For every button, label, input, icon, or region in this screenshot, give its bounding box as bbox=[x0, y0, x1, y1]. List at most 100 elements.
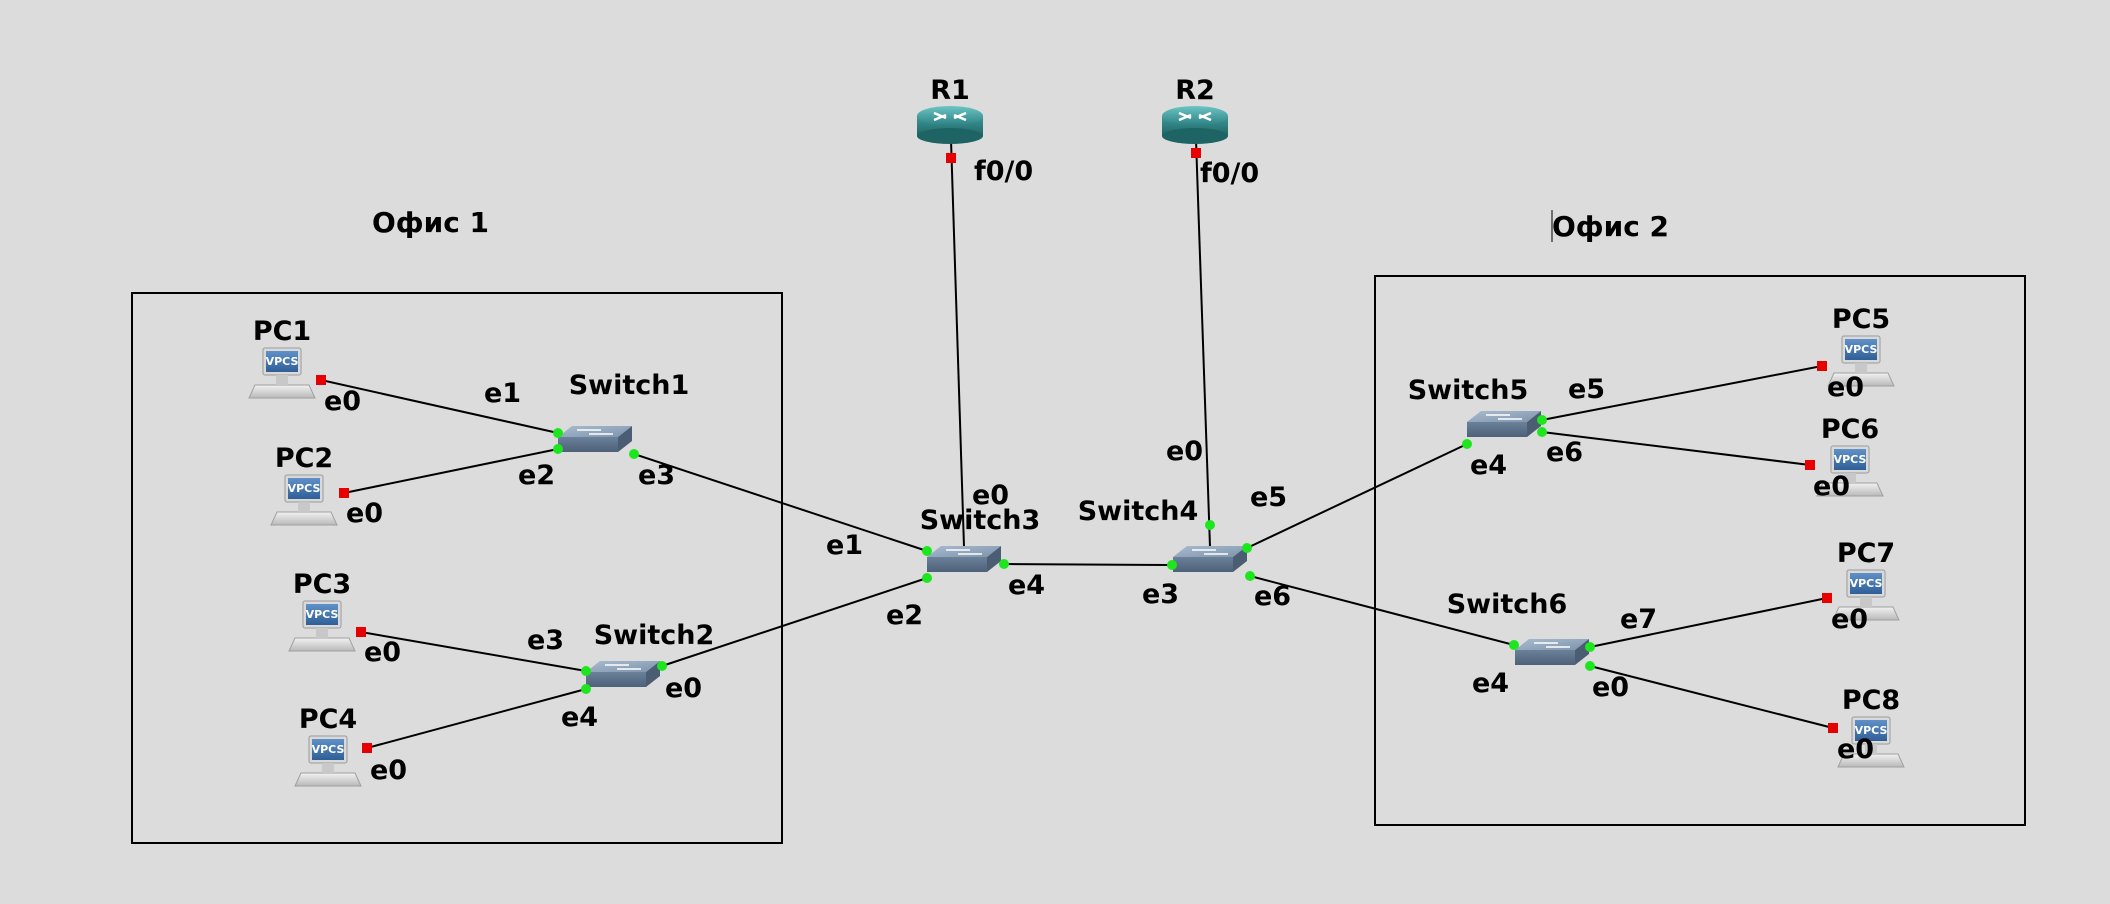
node-label[interactable]: Switch6 bbox=[1447, 589, 1568, 620]
link-pc3-switch2[interactable] bbox=[360, 631, 587, 672]
vpcs-pc4[interactable]: VPCS PC4 bbox=[294, 704, 362, 787]
port-label-switch3-e0[interactable]: e0 bbox=[972, 480, 1009, 511]
port-label-switch3-e2[interactable]: e2 bbox=[886, 600, 923, 631]
link-pc4-switch2[interactable] bbox=[366, 688, 587, 749]
port-label-switch6-e7[interactable]: e7 bbox=[1620, 604, 1657, 635]
port-label-r2-f0/0[interactable]: f0/0 bbox=[1200, 158, 1259, 189]
link-switch6-pc8[interactable] bbox=[1589, 665, 1834, 729]
port-label-switch2-e3[interactable]: e3 bbox=[527, 625, 564, 656]
switch-switch4[interactable]: Switch4 bbox=[1078, 496, 1247, 572]
port-label-switch2-e0[interactable]: e0 bbox=[665, 673, 702, 704]
port-status-switch2-e3 bbox=[581, 666, 591, 676]
port-status-switch6-e7 bbox=[1585, 642, 1595, 652]
switch-icon bbox=[1515, 639, 1589, 665]
vpcs-pc5[interactable]: VPCS PC5 bbox=[1827, 304, 1895, 387]
port-status-switch4-e6 bbox=[1245, 571, 1255, 581]
node-label[interactable]: Switch4 bbox=[1078, 496, 1199, 527]
port-label-pc8-e0[interactable]: e0 bbox=[1837, 734, 1874, 765]
port-status-pc8-e0 bbox=[1828, 723, 1838, 733]
port-label-switch5-e4[interactable]: e4 bbox=[1470, 450, 1507, 481]
link-pc1-switch1[interactable] bbox=[320, 379, 559, 434]
node-label[interactable]: PC4 bbox=[299, 704, 357, 735]
link-switch3-switch4[interactable] bbox=[1003, 563, 1173, 566]
port-status-switch2-e4 bbox=[581, 684, 591, 694]
port-status-pc1-e0 bbox=[316, 375, 326, 385]
switch-switch3[interactable]: Switch3 bbox=[920, 505, 1041, 572]
node-label[interactable]: PC6 bbox=[1821, 414, 1879, 445]
port-label-pc7-e0[interactable]: e0 bbox=[1831, 604, 1868, 635]
vpcs-pc3[interactable]: VPCS PC3 bbox=[288, 569, 356, 652]
vpcs-pc1[interactable]: VPCS PC1 bbox=[248, 316, 316, 399]
node-label[interactable]: Switch5 bbox=[1408, 375, 1529, 406]
port-status-pc3-e0 bbox=[356, 627, 366, 637]
port-label-pc1-e0[interactable]: e0 bbox=[324, 386, 361, 417]
office2-area[interactable] bbox=[1374, 275, 2026, 826]
port-label-pc6-e0[interactable]: e0 bbox=[1813, 471, 1850, 502]
vpcs-pc2[interactable]: VPCS PC2 bbox=[270, 443, 338, 526]
node-label[interactable]: PC5 bbox=[1832, 304, 1890, 335]
link-r1-switch3[interactable] bbox=[950, 139, 965, 548]
port-label-switch2-e4[interactable]: e4 bbox=[561, 702, 598, 733]
switch-switch5[interactable]: Switch5 bbox=[1408, 375, 1541, 437]
link-pc2-switch1[interactable] bbox=[343, 448, 559, 494]
node-label[interactable]: R2 bbox=[1175, 75, 1215, 106]
port-status-switch1-e3 bbox=[629, 449, 639, 459]
port-label-pc3-e0[interactable]: e0 bbox=[364, 637, 401, 668]
node-label[interactable]: PC1 bbox=[253, 316, 311, 347]
switch-icon bbox=[586, 661, 660, 687]
port-label-switch1-e1[interactable]: e1 bbox=[484, 378, 521, 409]
port-label-switch3-e4[interactable]: e4 bbox=[1008, 570, 1045, 601]
port-label-switch6-e0[interactable]: e0 bbox=[1592, 672, 1629, 703]
port-label-pc4-e0[interactable]: e0 bbox=[370, 755, 407, 786]
link-switch1-switch3[interactable] bbox=[633, 453, 928, 552]
node-label[interactable]: PC7 bbox=[1837, 538, 1895, 569]
port-label-switch4-e3[interactable]: e3 bbox=[1142, 579, 1179, 610]
router-r1[interactable]: R1 bbox=[917, 75, 983, 144]
node-label[interactable]: R1 bbox=[930, 75, 970, 106]
port-label-switch4-e6[interactable]: e6 bbox=[1254, 581, 1291, 612]
vpcs-pc7[interactable]: VPCS PC7 bbox=[1832, 538, 1900, 621]
port-label-switch4-e5[interactable]: e5 bbox=[1250, 482, 1287, 513]
node-label[interactable]: PC2 bbox=[275, 443, 333, 474]
node-label[interactable]: Switch1 bbox=[569, 370, 690, 401]
node-label[interactable]: PC8 bbox=[1842, 685, 1900, 716]
office1-area[interactable] bbox=[131, 292, 783, 844]
port-label-pc5-e0[interactable]: e0 bbox=[1827, 372, 1864, 403]
port-label-switch5-e6[interactable]: e6 bbox=[1546, 437, 1583, 468]
port-status-switch4-e5 bbox=[1242, 543, 1252, 553]
office1-label[interactable]: Офис 1 bbox=[372, 206, 489, 239]
node-label[interactable]: PC3 bbox=[293, 569, 351, 600]
port-label-switch3-e1[interactable]: e1 bbox=[826, 530, 863, 561]
link-switch4-switch5[interactable] bbox=[1246, 443, 1468, 549]
port-label-switch4-e0[interactable]: e0 bbox=[1166, 436, 1203, 467]
switch-switch6[interactable]: Switch6 bbox=[1447, 589, 1589, 665]
switch-switch1[interactable]: Switch1 bbox=[558, 370, 689, 452]
vpcs-badge: VPCS bbox=[288, 482, 321, 495]
link-switch6-pc7[interactable] bbox=[1589, 597, 1828, 648]
port-status-switch4-e0 bbox=[1205, 520, 1215, 530]
node-label[interactable]: Switch3 bbox=[920, 505, 1041, 536]
link-switch4-switch6[interactable] bbox=[1249, 575, 1515, 646]
port-label-switch6-e4[interactable]: e4 bbox=[1472, 668, 1509, 699]
link-switch5-pc5[interactable] bbox=[1541, 365, 1823, 421]
router-r2[interactable]: R2 bbox=[1162, 75, 1228, 144]
link-r2-switch4[interactable] bbox=[1195, 139, 1211, 548]
vpcs-icon bbox=[1816, 445, 1884, 497]
port-label-r1-f0/0[interactable]: f0/0 bbox=[974, 156, 1033, 187]
vpcs-pc8[interactable]: VPCS PC8 bbox=[1837, 685, 1905, 768]
link-switch5-pc6[interactable] bbox=[1541, 431, 1811, 466]
vpcs-icon bbox=[248, 347, 316, 399]
vpcs-pc6[interactable]: VPCS PC6 bbox=[1816, 414, 1884, 497]
node-label[interactable]: Switch2 bbox=[594, 620, 715, 651]
port-status-switch4-e3 bbox=[1167, 560, 1177, 570]
port-label-pc2-e0[interactable]: e0 bbox=[346, 498, 383, 529]
switch-switch2[interactable]: Switch2 bbox=[586, 620, 714, 687]
port-label-switch1-e2[interactable]: e2 bbox=[518, 460, 555, 491]
office2-label[interactable]: Офис 2 bbox=[1552, 210, 1669, 243]
port-status-pc4-e0 bbox=[362, 743, 372, 753]
port-status-r1-f0/0 bbox=[946, 153, 956, 163]
port-label-switch5-e5[interactable]: e5 bbox=[1568, 374, 1605, 405]
port-label-switch1-e3[interactable]: e3 bbox=[638, 460, 675, 491]
link-switch2-switch3[interactable] bbox=[661, 577, 928, 667]
